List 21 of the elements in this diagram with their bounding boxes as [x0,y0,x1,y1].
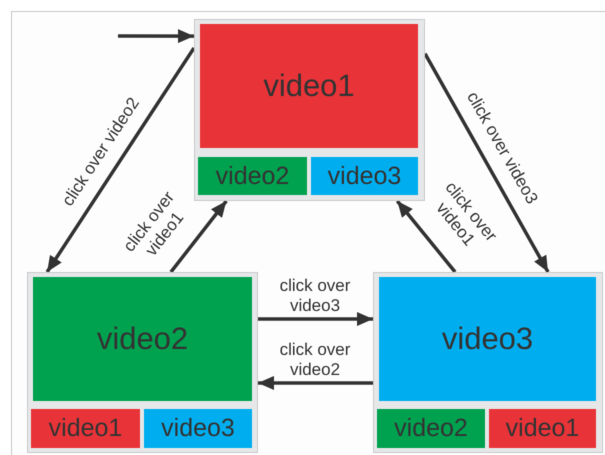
screen-frame [194,19,425,201]
screen-frame [373,272,603,453]
video-thumbnail: video2 [377,409,485,448]
arrow [118,29,194,44]
arrow [258,376,373,390]
video-thumbnail: video3 [311,157,418,195]
video-thumbnail: video2 [198,157,307,195]
video-thumbnail: video1 [489,409,596,448]
video-thumbnail: video1 [31,409,140,448]
video-panel: video1 [200,24,418,148]
arrow [423,52,550,273]
arrow [170,200,228,274]
arrow [258,312,373,326]
video-thumbnail: video3 [144,409,252,448]
video-panel: video3 [379,277,596,401]
screen-frame [27,272,258,453]
arrow [396,200,456,274]
edge-label: click over video3 [278,276,352,316]
video-panel: video2 [33,277,252,401]
edge-label: click over video2 [278,340,352,380]
arrow [46,46,196,273]
